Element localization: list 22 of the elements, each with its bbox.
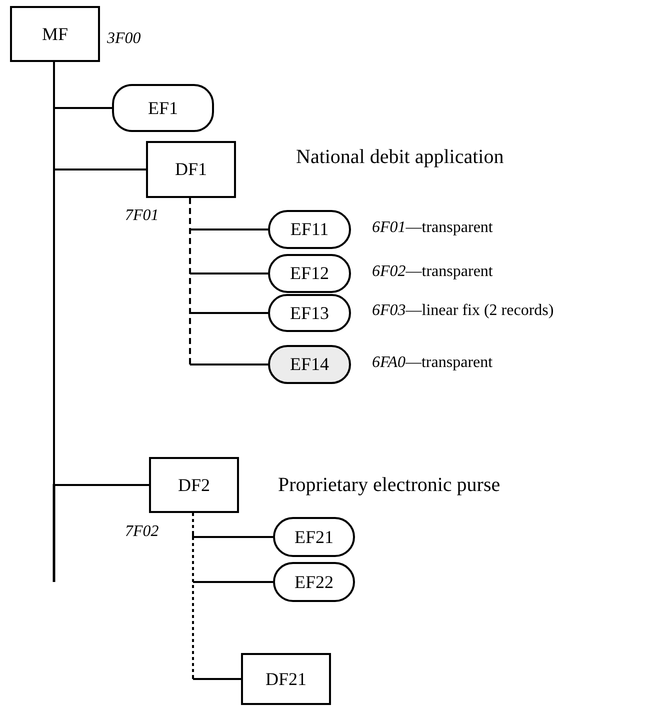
file-pill: EF21: [273, 517, 355, 557]
file-description: 6F02—transparent: [372, 263, 493, 281]
file-id-label: 7F01: [125, 207, 159, 225]
connector-line: [189, 198, 268, 366]
file-description: 6F01—transparent: [372, 219, 493, 237]
file-description: 6FA0—transparent: [372, 354, 493, 372]
file-description: 6F03—linear fix (2 records): [372, 302, 554, 320]
directory-box: DF1: [146, 141, 236, 198]
connector-line: [192, 513, 241, 680]
file-pill: EF12: [268, 254, 351, 293]
file-id-label: 3F00: [107, 30, 141, 48]
file-id-label: 7F02: [125, 523, 159, 541]
application-heading: National debit application: [296, 146, 504, 169]
directory-box: DF21: [241, 653, 331, 705]
file-pill: EF1: [112, 84, 214, 132]
file-pill: EF14: [268, 345, 351, 384]
file-pill: EF11: [268, 210, 351, 249]
application-heading: Proprietary electronic purse: [278, 474, 500, 497]
file-pill: EF13: [268, 294, 351, 332]
directory-box: DF2: [149, 457, 239, 513]
directory-box: MF: [10, 6, 100, 62]
file-pill: EF22: [273, 562, 355, 602]
